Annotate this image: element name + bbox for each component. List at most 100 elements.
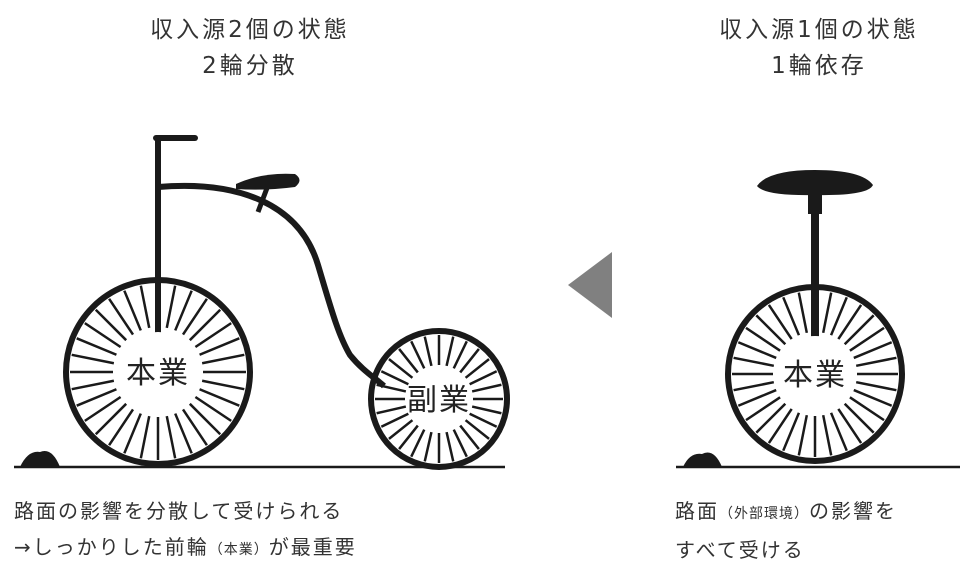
right-heading-line2: 1輪依存 xyxy=(771,53,867,79)
wheel-spoke xyxy=(94,308,128,342)
left-caption-line2-b: （本業） xyxy=(208,542,269,558)
left-caption-line2-a: →しっかりした前輪 xyxy=(14,535,209,559)
wheel-spoke xyxy=(843,402,875,434)
wheel-spoke xyxy=(782,296,801,336)
wheel-spoke xyxy=(398,348,419,374)
left-caption-line2-c: が最重要 xyxy=(268,535,357,559)
wheel-spoke xyxy=(410,340,426,369)
wheel-spoke xyxy=(188,308,222,342)
wheel-spoke xyxy=(471,383,502,393)
wheel-spoke xyxy=(398,424,419,450)
wheel-spoke xyxy=(108,408,135,446)
wheel-spoke xyxy=(181,298,208,336)
wheel-spoke xyxy=(452,340,468,369)
wheel-spoke xyxy=(194,395,232,422)
wheel-spoke xyxy=(464,419,490,440)
wheel-spoke xyxy=(380,370,409,386)
wheel-spoke xyxy=(194,322,232,349)
wheel-spoke xyxy=(139,285,151,329)
wheel-spoke xyxy=(423,431,433,462)
wheel-spoke xyxy=(452,429,468,458)
unicycle-wheel-label: 本業 xyxy=(783,358,847,393)
unicycle-icon: 本業 xyxy=(725,170,905,464)
wheel-spoke xyxy=(745,396,781,422)
wheel-spoke xyxy=(849,326,885,352)
wheel-spoke xyxy=(855,356,897,368)
wheel-spoke xyxy=(376,405,407,415)
wheel-spoke xyxy=(469,412,498,428)
left-road-bump-icon xyxy=(20,451,60,467)
wheel-spoke xyxy=(737,388,777,407)
wheel-spoke xyxy=(410,429,426,458)
wheel-spoke xyxy=(843,314,875,346)
left-arrow-icon xyxy=(568,252,612,318)
left-caption-line1: 路面の影響を分散して受けられる xyxy=(14,499,344,523)
left-heading: 収入源2個の状態 2輪分散 xyxy=(85,12,415,84)
wheel-spoke xyxy=(821,292,833,334)
wheel-spoke xyxy=(737,341,777,360)
right-heading: 収入源1個の状態 1輪依存 xyxy=(678,12,960,84)
wheel-spoke xyxy=(71,379,115,391)
wheel-spoke xyxy=(821,414,833,456)
wheel-spoke xyxy=(797,414,809,456)
wheel-spoke xyxy=(84,322,122,349)
wheel-spoke xyxy=(139,415,151,459)
wheel-spoke xyxy=(849,396,885,422)
wheel-spoke xyxy=(459,348,480,374)
right-caption-line1-a: 路面 xyxy=(675,499,719,523)
left-heading-line2: 2輪分散 xyxy=(202,53,298,79)
wheel-spoke xyxy=(755,314,787,346)
wheel-spoke xyxy=(767,304,793,340)
rear-wheel-label: 副業 xyxy=(407,383,471,418)
wheel-spoke xyxy=(165,285,177,329)
wheel-spoke xyxy=(423,336,433,367)
right-road-bump-icon xyxy=(683,452,722,467)
wheel-spoke xyxy=(201,379,245,391)
front-wheel xyxy=(63,277,253,467)
wheel-spoke xyxy=(469,370,498,386)
wheel-spoke xyxy=(855,380,897,392)
wheel-spoke xyxy=(733,356,775,368)
wheel-spoke xyxy=(201,353,245,365)
wheel-spoke xyxy=(199,388,240,407)
wheel-spoke xyxy=(84,395,122,422)
wheel-spoke xyxy=(829,296,848,336)
wheel-spoke xyxy=(380,412,409,428)
left-caption: 路面の影響を分散して受けられる →しっかりした前輪（本業）が最重要 xyxy=(14,493,357,568)
wheel-spoke xyxy=(123,290,142,331)
wheel-spoke xyxy=(71,353,115,365)
right-caption-line2: すべて受ける xyxy=(675,538,805,562)
wheel-spoke xyxy=(829,412,848,452)
wheel-spoke xyxy=(388,419,414,440)
wheel-spoke xyxy=(188,402,222,436)
wheel-spoke xyxy=(464,358,490,379)
wheel-spoke xyxy=(459,424,480,450)
wheel-spoke xyxy=(782,412,801,452)
front-wheel-label: 本業 xyxy=(126,356,190,391)
wheel-spoke xyxy=(376,383,407,393)
wheel-spoke xyxy=(445,431,455,462)
wheel-spoke xyxy=(853,388,893,407)
wheel-spoke xyxy=(445,336,455,367)
wheel-spoke xyxy=(837,304,863,340)
wheel-spoke xyxy=(199,337,240,356)
wheel-spoke xyxy=(94,402,128,436)
wheel-spoke xyxy=(733,380,775,392)
wheel-spoke xyxy=(755,402,787,434)
right-caption-line1: 路面（外部環境）の影響を xyxy=(675,493,897,532)
left-caption-line2: →しっかりした前輪（本業）が最重要 xyxy=(14,529,357,568)
left-heading-line1: 収入源2個の状態 xyxy=(150,17,350,43)
right-caption-line1-c: の影響を xyxy=(809,499,897,523)
wheel-spoke xyxy=(108,298,135,336)
wheel-spoke xyxy=(76,388,117,407)
wheel-spoke xyxy=(471,405,502,415)
wheel-spoke xyxy=(123,413,142,454)
wheel-spoke xyxy=(745,326,781,352)
wheel-spoke xyxy=(76,337,117,356)
wheel-spoke xyxy=(837,408,863,444)
wheel-spoke xyxy=(797,292,809,334)
penny-farthing-icon: 本業 副業 xyxy=(63,135,510,470)
wheel-spoke xyxy=(165,415,177,459)
right-heading-line1: 収入源1個の状態 xyxy=(719,17,919,43)
